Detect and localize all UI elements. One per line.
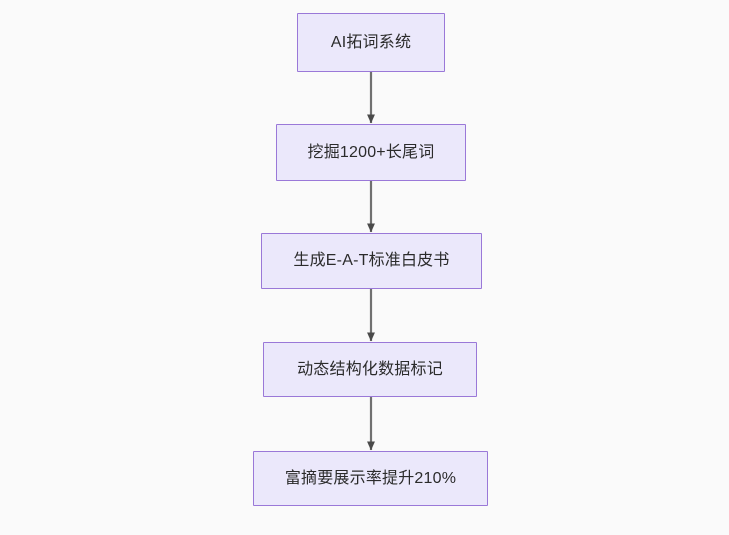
node-label: 生成E-A-T标准白皮书	[293, 252, 450, 269]
node-label: AI拓词系统	[330, 33, 412, 51]
node-label: 动态结构化数据标记	[297, 360, 443, 378]
node-label: 富摘要展示率提升210%	[284, 469, 457, 487]
node-label: 挖掘1200+长尾词	[307, 143, 435, 161]
flowchart-node-generate-eat-whitepaper[interactable]: 生成E-A-T标准白皮书	[261, 233, 482, 289]
flowchart-node-mine-longtail-keywords[interactable]: 挖掘1200+长尾词	[276, 124, 466, 181]
flowchart-node-dynamic-structured-data-markup[interactable]: 动态结构化数据标记	[263, 342, 477, 397]
flowchart-node-ai-keyword-system[interactable]: AI拓词系统	[297, 13, 445, 72]
flowchart-node-rich-snippet-impression-lift[interactable]: 富摘要展示率提升210%	[253, 451, 488, 506]
